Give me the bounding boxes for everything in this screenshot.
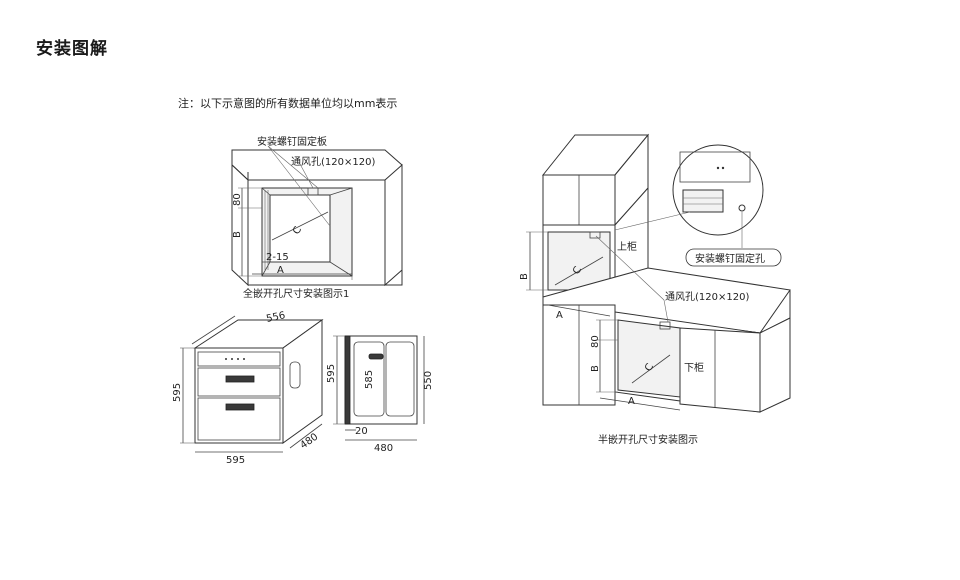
dim-total-height: 550	[423, 371, 434, 390]
indicator-dot	[237, 358, 239, 360]
indicator-dot	[231, 358, 233, 360]
dim-offset: 20	[355, 426, 368, 437]
label-screw-hole: 安装螺钉固定孔	[695, 252, 765, 265]
units-note: 注：以下示意图的所有数据单位均以mm表示	[178, 97, 398, 110]
dim-front-height: 595	[172, 383, 183, 402]
indicator-dot	[243, 358, 245, 360]
dim-b: B	[232, 231, 243, 238]
dim-side-height: 595	[326, 364, 337, 383]
label-lower-cabinet: 下柜	[684, 361, 704, 374]
side-handle	[368, 353, 384, 360]
drawer-handle	[225, 403, 255, 411]
label-vent: 通风孔(120×120)	[291, 156, 375, 168]
dim-depth: 480	[298, 431, 320, 451]
indicator-dot	[225, 358, 227, 360]
dim-2-15: 2-15	[266, 252, 289, 263]
dim-80: 80	[232, 193, 243, 206]
dim-upper-b: B	[519, 273, 530, 280]
screw-label-box	[685, 248, 782, 267]
dim-front-width: 556	[265, 310, 286, 325]
dim-inner-height: 585	[364, 370, 375, 389]
label-upper-cabinet: 上柜	[617, 240, 637, 253]
drawer-handle	[225, 375, 255, 383]
dim-lower-c: C	[643, 362, 656, 374]
page-title: 安装图解	[36, 39, 108, 59]
dim-upper-c: C	[571, 265, 584, 277]
side-view-diagram: 595 585 550 20 480	[326, 335, 434, 454]
half-embed-caption: 半嵌开孔尺寸安装图示	[598, 433, 698, 446]
dim-lower-a: A	[628, 396, 635, 407]
half-embed-diagram: 上柜 下柜 通风孔(120×120) 安装螺钉固定孔 B C A 80 B C …	[519, 133, 791, 446]
label-screw-plate: 安装螺钉固定板	[257, 135, 327, 148]
label-vent-half: 通风孔(120×120)	[665, 291, 749, 303]
product-front-diagram: 556 595 595 480	[172, 310, 324, 466]
dim-bottom-width: 595	[226, 455, 245, 466]
full-embed-caption: 全嵌开孔尺寸安装图示1	[243, 287, 349, 300]
dim-upper-a: A	[556, 310, 563, 321]
dim-c: C	[291, 225, 304, 237]
dim-lower-80: 80	[590, 335, 601, 348]
dim-a: A	[277, 265, 284, 276]
dim-lower-b: B	[590, 365, 601, 372]
dim-side-depth: 480	[374, 443, 393, 454]
full-embed-diagram: 安装螺钉固定板 通风孔(120×120) 80 B C 2-15 A 全嵌开孔尺…	[231, 135, 403, 300]
